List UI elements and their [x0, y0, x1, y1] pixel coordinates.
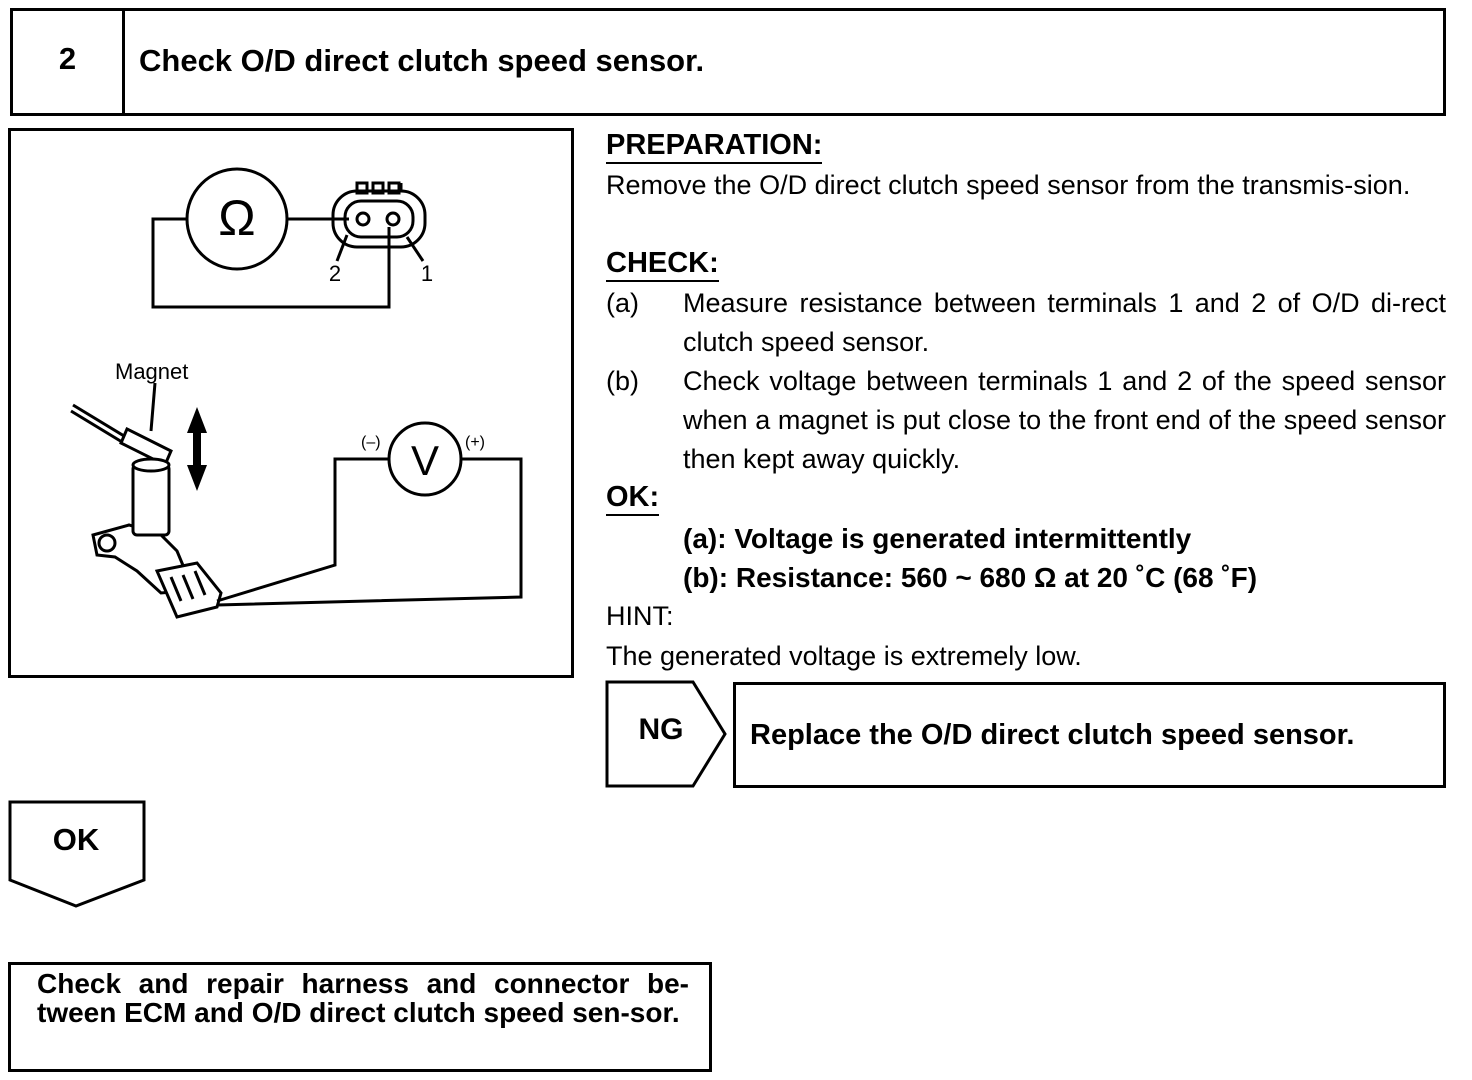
- hint-text: The generated voltage is extremely low.: [606, 641, 1082, 671]
- lead-wire: [216, 457, 389, 603]
- step-number-cell: 2: [13, 11, 125, 113]
- ok-arrow-shape: [8, 800, 146, 908]
- inspection-figure: Ω 2 1 Magnet: [8, 128, 574, 678]
- plus-terminal-label: (+): [465, 434, 485, 451]
- preparation-heading: PREPARATION:: [606, 128, 823, 164]
- ohm-symbol: Ω: [218, 190, 255, 246]
- ok-criterion: (b): Resistance: 560 ~ 680 Ω at 20 ˚C (6…: [683, 562, 1258, 593]
- next-action-text: Check and repair harness and connector b…: [37, 968, 689, 1028]
- terminal-2-label: 2: [329, 261, 341, 286]
- check-item-label: (b): [606, 366, 639, 396]
- connector-icon: [331, 181, 427, 262]
- next-action-box: Check and repair harness and connector b…: [8, 962, 712, 1072]
- volt-symbol: V: [411, 437, 439, 484]
- voltmeter-circuit: [216, 421, 523, 607]
- preparation-text: Remove the O/D direct clutch speed senso…: [606, 170, 1411, 200]
- ok-branch-label: OK: [52, 822, 100, 857]
- ng-tag-shape: [605, 680, 727, 788]
- step-number: 2: [58, 41, 77, 76]
- lead-wire: [151, 217, 391, 309]
- ng-action-box: Replace the O/D direct clutch speed sens…: [733, 682, 1446, 788]
- up-down-arrow-icon: [187, 407, 207, 491]
- step-title: Check O/D direct clutch speed sensor.: [139, 43, 705, 78]
- check-item-text: Measure resistance between terminals 1 a…: [683, 288, 1446, 357]
- hint-heading: HINT:: [606, 601, 674, 631]
- ng-label: NG: [638, 713, 684, 746]
- ok-heading: OK:: [606, 480, 660, 516]
- ng-action-text: Replace the O/D direct clutch speed sens…: [750, 719, 1355, 751]
- check-item-text: Check voltage between terminals 1 and 2 …: [683, 366, 1446, 474]
- ohmmeter-circuit: [151, 167, 391, 309]
- ok-criterion: (a): Voltage is generated intermittently: [683, 523, 1192, 554]
- lead-wire: [216, 457, 523, 607]
- check-item-label: (a): [606, 288, 639, 318]
- step-header: 2 Check O/D direct clutch speed sensor.: [10, 8, 1446, 116]
- terminal-1-label: 1: [421, 261, 433, 286]
- sensor-test-diagram: Ω 2 1 Magnet: [70, 167, 523, 619]
- speed-sensor-icon: [91, 457, 223, 619]
- minus-terminal-label: (–): [361, 434, 381, 451]
- magnet-icon: [70, 382, 173, 468]
- magnet-label: Magnet: [115, 359, 188, 384]
- check-heading: CHECK:: [606, 246, 719, 282]
